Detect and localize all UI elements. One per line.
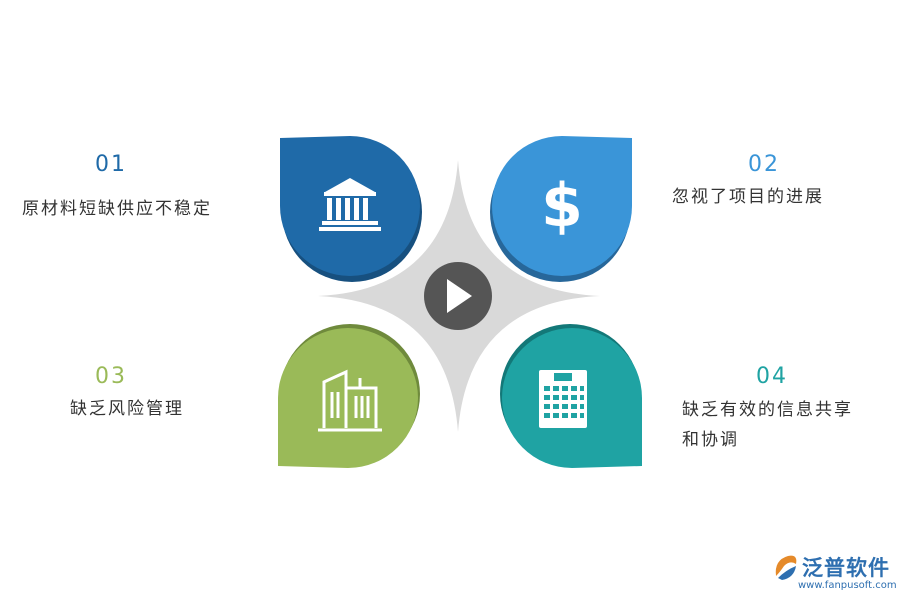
brand-url[interactable]: www.fanpusoft.com <box>798 580 897 591</box>
item-02-text: 忽视了项目的进展 <box>672 187 824 207</box>
item-01-text: 原材料短缺供应不稳定 <box>22 199 212 219</box>
petal-02: $ <box>490 136 632 282</box>
item-04-text-line1: 缺乏有效的信息共享 <box>682 400 853 420</box>
item-03-number: 03 <box>95 364 127 389</box>
brand-logo-icon <box>775 555 797 580</box>
buildings-icon <box>318 369 382 432</box>
petal-03 <box>278 324 420 468</box>
dollar-icon: $ <box>541 171 583 241</box>
brand-logo[interactable]: 泛普软件 www.fanpusoft.com <box>772 550 897 596</box>
item-03-text: 缺乏风险管理 <box>70 399 184 419</box>
play-icon <box>447 279 472 313</box>
office-building-icon <box>539 370 587 428</box>
play-button[interactable] <box>424 262 492 330</box>
bank-icon <box>319 178 381 231</box>
item-04-number: 04 <box>756 364 788 389</box>
item-04-text-line2: 和协调 <box>682 430 739 450</box>
brand-name: 泛普软件 <box>802 556 890 580</box>
petal-04 <box>500 324 642 468</box>
petal-01 <box>280 136 422 282</box>
item-02-number: 02 <box>748 152 780 177</box>
item-01-number: 01 <box>95 152 127 177</box>
